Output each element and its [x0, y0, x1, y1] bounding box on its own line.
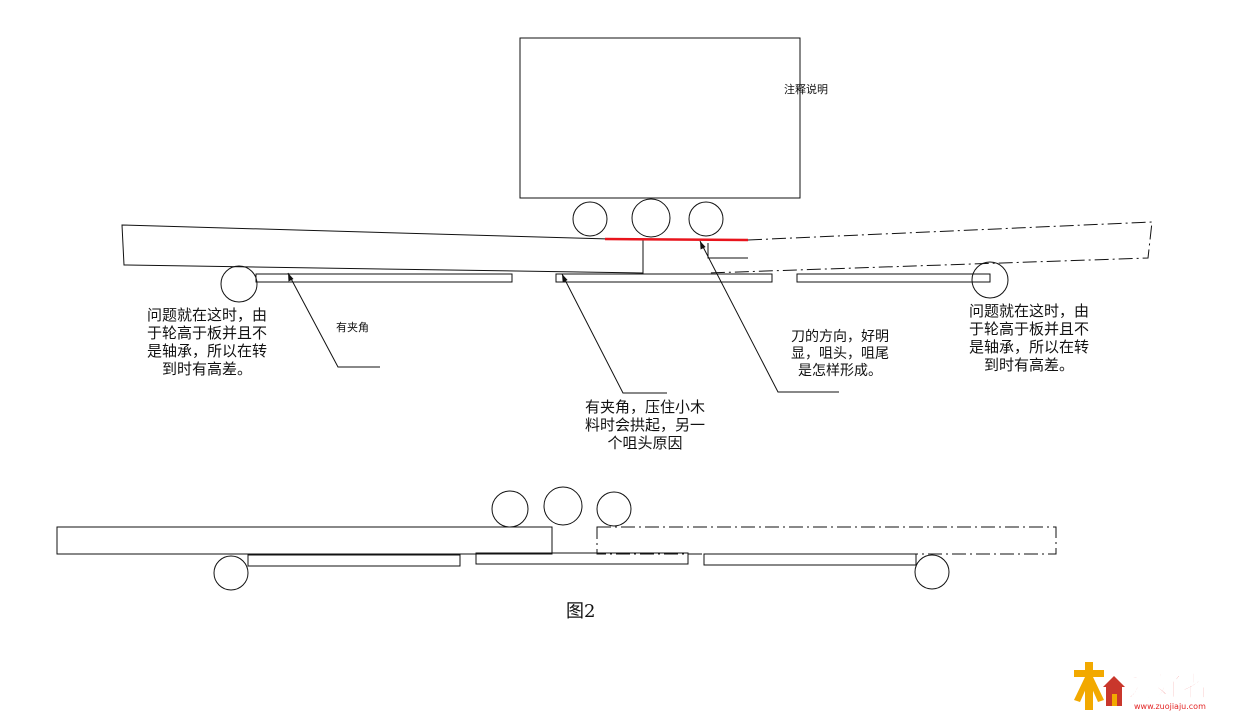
knife-note-line: 刀的方向，好明 [791, 329, 889, 345]
cutter-head-box [519, 37, 801, 199]
table-plate-fig2-left [247, 554, 461, 567]
right-note-line: 于轮高于板并且不 [968, 320, 1089, 338]
workpiece-board-flat-dashed [596, 526, 1057, 555]
right-note-line: 问题就在这时，由 [968, 302, 1089, 320]
arrowhead-center [562, 274, 568, 283]
left-note-line: 问题就在这时，由 [146, 306, 267, 324]
board-step [707, 243, 748, 259]
arrowhead-knife [700, 241, 706, 250]
left-note-line: 于轮高于板并且不 [146, 324, 267, 342]
roller-fig2-bottom-right [914, 554, 950, 590]
center-note-line: 有夹角，压住小木 [584, 398, 705, 416]
left-note-line: 到时有高差。 [161, 360, 252, 378]
roller-fig2-left [491, 490, 529, 528]
center-note-line: 个咀头原因 [607, 434, 683, 452]
table-plate-fig2-center [475, 552, 689, 565]
center-note: 有夹角，压住小木 料时会拱起，另一 个咀头原因 [560, 398, 730, 452]
knife-contact-highlight [604, 237, 749, 242]
knife-note-line: 显，咀头，咀尾 [791, 346, 889, 362]
roller-fig2-center [543, 486, 583, 526]
knife-note: 刀的方向，好明 显，咀头，咀尾 是怎样形成。 [780, 329, 900, 380]
left-note-line: 是轴承，所以在转 [146, 342, 267, 360]
roller-fig2-bottom-left [213, 555, 249, 591]
small-angle-label: 有夹角 [336, 321, 369, 334]
knife-note-line: 是怎样形成。 [798, 363, 882, 379]
table-plate-fig2-right [703, 553, 917, 566]
right-note: 问题就在这时，由 于轮高于板并且不 是轴承，所以在转 到时有高差。 [944, 302, 1114, 374]
figure-caption: 图2 [566, 601, 596, 622]
leader-knife [699, 240, 839, 393]
table-plate-right [796, 273, 991, 283]
right-note-line: 到时有高差。 [983, 356, 1074, 374]
roller-bottom-right [971, 261, 1009, 299]
roller-top-center [631, 198, 671, 238]
left-note: 问题就在这时，由 于轮高于板并且不 是轴承，所以在转 到时有高差。 [122, 306, 292, 378]
leader-center [561, 273, 667, 394]
leader-angle [287, 272, 380, 368]
box-note-label: 注释说明 [784, 83, 828, 96]
table-plate-center [555, 273, 773, 283]
center-note-line: 料时会拱起，另一 [584, 416, 705, 434]
workpiece-board-tilted [121, 224, 644, 274]
board-continuation-dashed [707, 221, 1153, 274]
roller-bottom-left [220, 265, 258, 303]
roller-fig2-right [596, 491, 632, 527]
roller-top-left [572, 201, 608, 237]
workpiece-board-flat [56, 526, 553, 555]
table-plate-left [255, 273, 513, 283]
right-note-line: 是轴承，所以在转 [968, 338, 1089, 356]
roller-top-right [688, 201, 724, 237]
logo-url: www.zuojiaju.com [1134, 702, 1206, 711]
site-logo-watermark: 爱好者 www.zuojiaju.com [1072, 660, 1234, 712]
wood-character-icon [1074, 662, 1125, 710]
logo-name: 爱好者 [1128, 672, 1209, 703]
arrowhead-angle [288, 273, 294, 282]
